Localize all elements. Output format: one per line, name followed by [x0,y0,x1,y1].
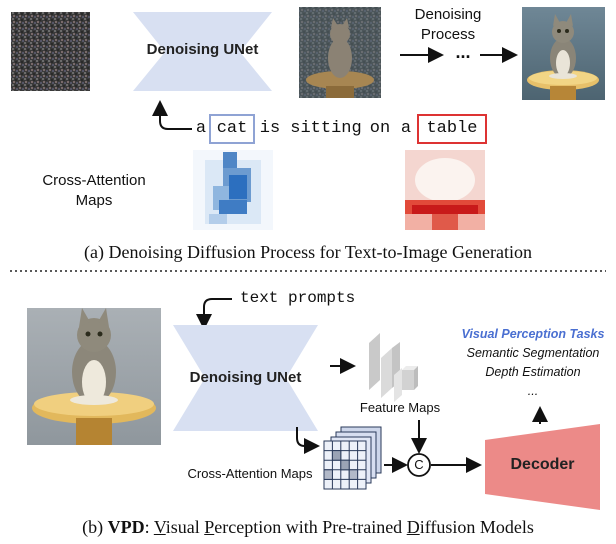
unet-label-b: Denoising UNet [189,369,302,386]
prompt-to-unet-arrow-a [152,100,192,130]
caption-b-erception: erception with Pre-trained [214,517,407,537]
noise-image [11,12,90,91]
prompt-token-on: on [369,119,391,138]
caption-b-v: V [153,517,166,537]
cross-attention-label-line1: Cross-Attention [42,172,146,189]
prompt-token-is: is [259,119,281,138]
denoising-process-label-line2: Process [420,26,476,43]
attention-grid-stack [323,426,382,490]
prompt-token-table: table [417,114,487,144]
task-depth-estimation: Depth Estimation [485,365,581,379]
task-semantic-segmentation: Semantic Segmentation [466,346,600,360]
caption-b-d: D [406,517,420,537]
prompt-to-unet-arrow-b [196,298,232,330]
text-prompts-label: text prompts [240,289,356,307]
table-attention-map [405,150,485,230]
task-more: ... [527,384,539,398]
denoising-process-label: Denoising Process [400,5,496,45]
caption-b-prefix: (b) [82,517,108,537]
prompt-token-sitting: sitting [290,119,362,138]
tasks-title: Visual Perception Tasks [461,327,605,341]
decoder-shape [485,424,600,510]
prompt-token-a1: a [195,119,207,138]
caption-a: (a) Denoising Diffusion Process for Text… [84,242,532,262]
process-ellipsis: ... [455,42,471,62]
clean-cat-image [522,7,605,100]
caption-b-iffusion: iffusion Models [419,517,534,537]
unet-to-attn-arrow [296,427,320,454]
unet-shape-b [173,325,318,431]
concat-symbol: C [414,457,424,472]
denoising-process-label-line1: Denoising [414,6,482,23]
tasks-list: Visual Perception Tasks Semantic Segment… [450,325,616,401]
caption-b-colon: : [144,517,154,537]
unet-label-a: Denoising UNet [146,41,259,58]
noisy-cat-image [299,7,381,98]
caption-b-p: P [204,517,215,537]
prompt-token-a2: a [400,119,412,138]
cross-attention-maps-label-a: Cross-Attention Maps [30,171,158,211]
cross-attention-maps-label-b: Cross-Attention Maps [187,466,313,481]
decoder-label: Decoder [510,456,575,473]
cross-attention-label-line2: Maps [75,192,113,209]
input-cat-image [27,308,161,445]
caption-b: (b) VPD: Visual Perception with Pre-trai… [0,517,616,538]
unet-shape-a [133,12,272,91]
feature-maps-label: Feature Maps [359,400,441,415]
prompt-token-cat: cat [209,114,255,144]
caption-b-isual: isual [165,517,205,537]
feature-maps-graphic [369,333,418,402]
cat-attention-map [193,150,273,230]
concat-node [407,453,431,477]
caption-b-vpd: VPD [107,517,145,537]
